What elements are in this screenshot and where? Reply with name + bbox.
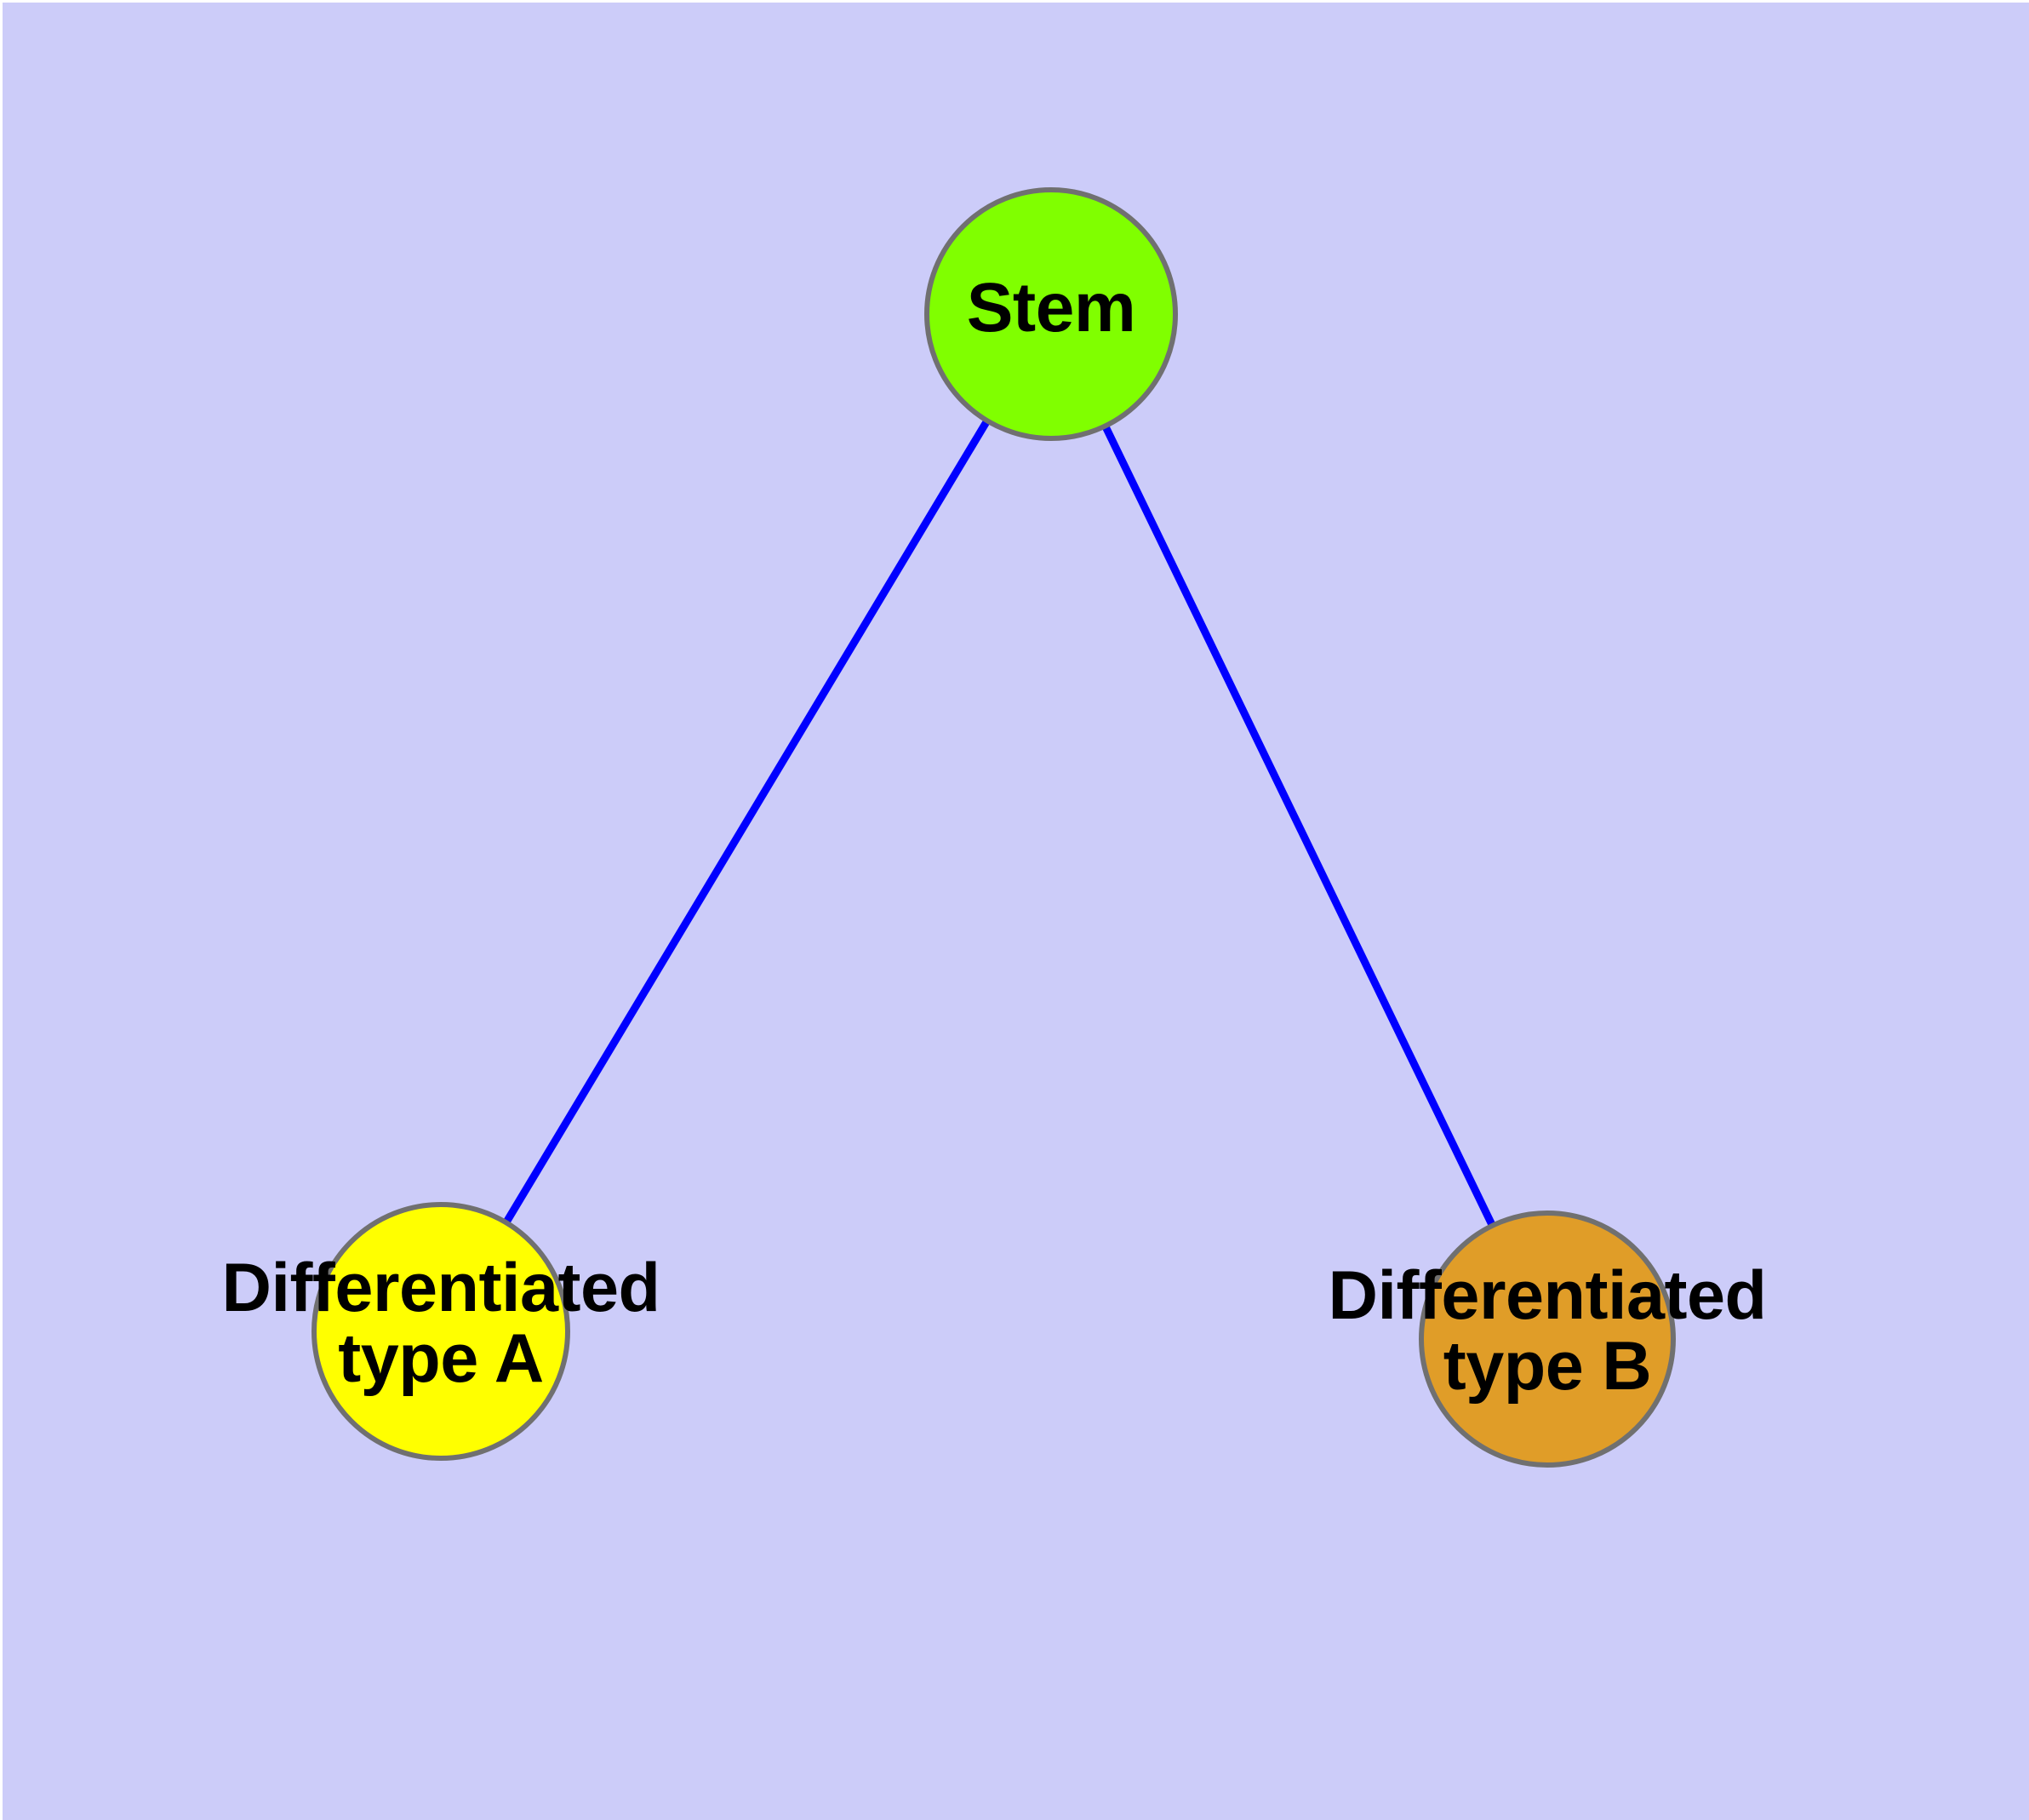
edge-stem-to-diff-a xyxy=(437,312,1055,1334)
node-diff-b[interactable] xyxy=(1419,1210,1676,1468)
node-diff-a[interactable] xyxy=(311,1202,570,1461)
edge-stem-to-diff-b xyxy=(1047,312,1552,1341)
node-stem[interactable] xyxy=(924,187,1178,441)
edge-layer xyxy=(437,312,1552,1341)
node-layer xyxy=(311,187,1676,1468)
